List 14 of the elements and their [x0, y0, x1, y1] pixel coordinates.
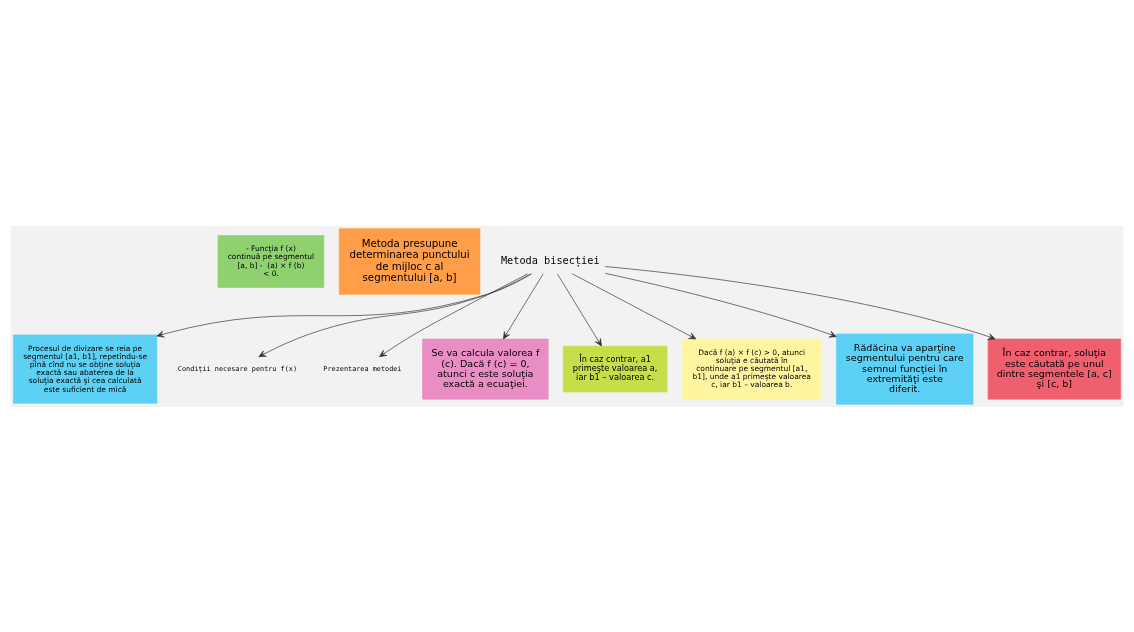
arrow: [503, 273, 544, 339]
node-box: În caz contrar, soluţia este căutată pe unul dintre segmentele [a, c] şi [c, b]: [987, 338, 1121, 399]
node-box: În caz contrar, a1 primeşte valoarea a, iar b1 – valoarea c.: [562, 345, 668, 392]
node-box: Metoda presupune determinarea punctului de mijloc c al segmentului [a, b]: [338, 227, 481, 295]
arrow: [379, 273, 528, 357]
arrow: [557, 273, 602, 346]
arrow: [572, 273, 697, 339]
node-box: Se va calcula valorea f (c). Dacă f (c) = 0, atunci c este soluţia exactă a ecuaţiei.: [422, 338, 549, 399]
node-text: Metoda bisecției: [500, 253, 600, 266]
arrow: [156, 273, 533, 337]
arrow: [258, 273, 531, 357]
node-box: Rădăcina va aparţine segmentului pentru care semnul funcţiei în extremităţi este diferit.: [836, 333, 974, 405]
arrow: [605, 272, 837, 337]
arrow: [605, 265, 996, 340]
